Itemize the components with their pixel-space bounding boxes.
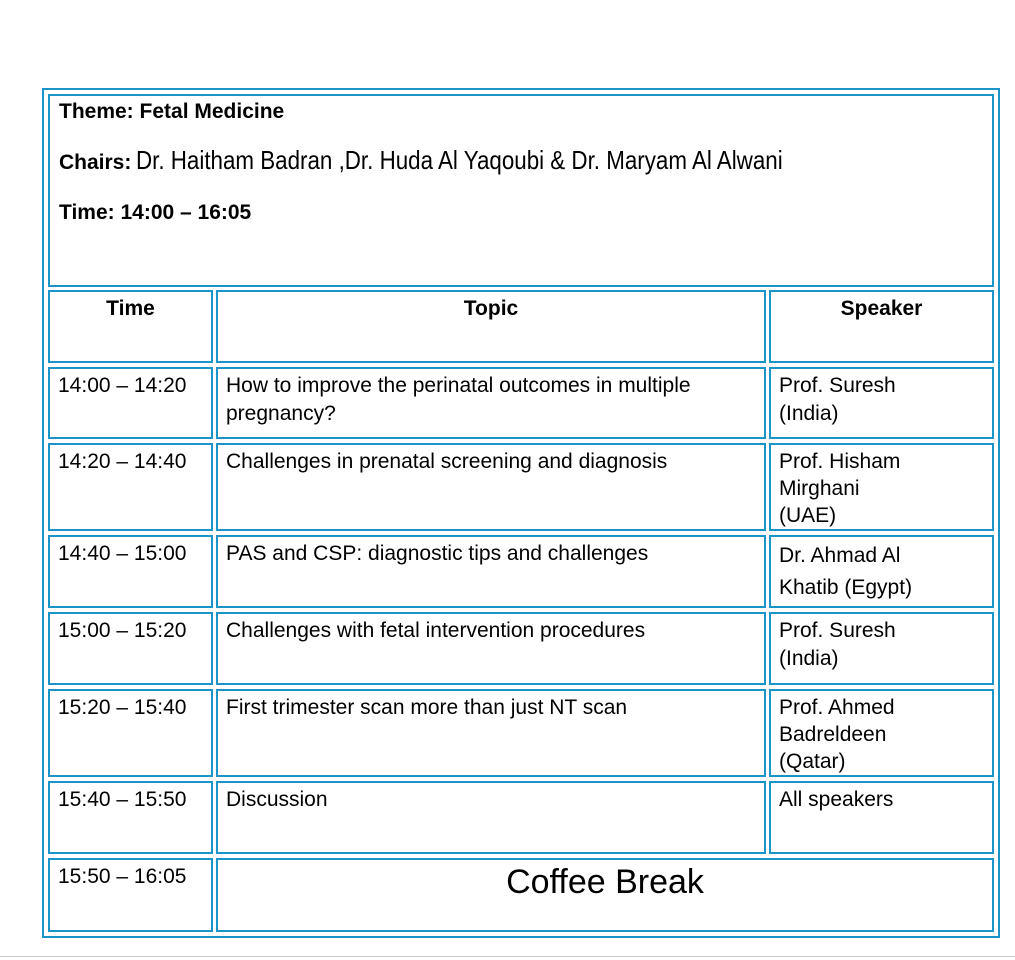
program-frame: [42, 88, 1000, 938]
row-topic: Discussion: [216, 781, 766, 854]
column-header-speaker: Speaker: [769, 290, 994, 363]
row-topic: Challenges in prenatal screening and dia…: [216, 443, 766, 531]
row-speaker: Dr. Ahmad Al Khatib (Egypt): [769, 535, 994, 608]
session-chairs: Chairs: Dr. Haitham Badran ,Dr. Huda Al …: [59, 143, 992, 182]
row-topic: Challenges with fetal intervention proce…: [216, 612, 766, 685]
row-time: 14:00 – 14:20: [48, 367, 213, 439]
row-time: 15:40 – 15:50: [48, 781, 213, 854]
session-header: Theme: Fetal Medicine Chairs: Dr. Haitha…: [48, 94, 994, 287]
session-theme: Theme: Fetal Medicine: [59, 100, 285, 123]
coffee-break-label: Coffee Break: [216, 858, 994, 932]
session-time: Time: 14:00 – 16:05: [59, 201, 252, 224]
row-topic: First trimester scan more than just NT s…: [216, 689, 766, 777]
row-speaker: Prof. Suresh (India): [769, 367, 994, 439]
row-topic: How to improve the perinatal outcomes in…: [216, 367, 766, 439]
page-bottom-rule: [0, 956, 1015, 957]
column-header-topic: Topic: [216, 290, 766, 363]
row-speaker: Prof. Hisham Mirghani (UAE): [769, 443, 994, 531]
row-topic: PAS and CSP: diagnostic tips and challen…: [216, 535, 766, 608]
row-time: 14:40 – 15:00: [48, 535, 213, 608]
column-header-time: Time: [48, 290, 213, 363]
row-time: 14:20 – 14:40: [48, 443, 213, 531]
row-speaker: All speakers: [769, 781, 994, 854]
row-speaker: Prof. Suresh (India): [769, 612, 994, 685]
row-time: 15:00 – 15:20: [48, 612, 213, 685]
chairs-label: Chairs:: [59, 151, 132, 174]
break-time: 15:50 – 16:05: [48, 858, 213, 932]
chairs-names: Dr. Haitham Badran ,Dr. Huda Al Yaqoubi …: [135, 145, 783, 175]
row-speaker: Prof. Ahmed Badreldeen (Qatar): [769, 689, 994, 777]
row-time: 15:20 – 15:40: [48, 689, 213, 777]
